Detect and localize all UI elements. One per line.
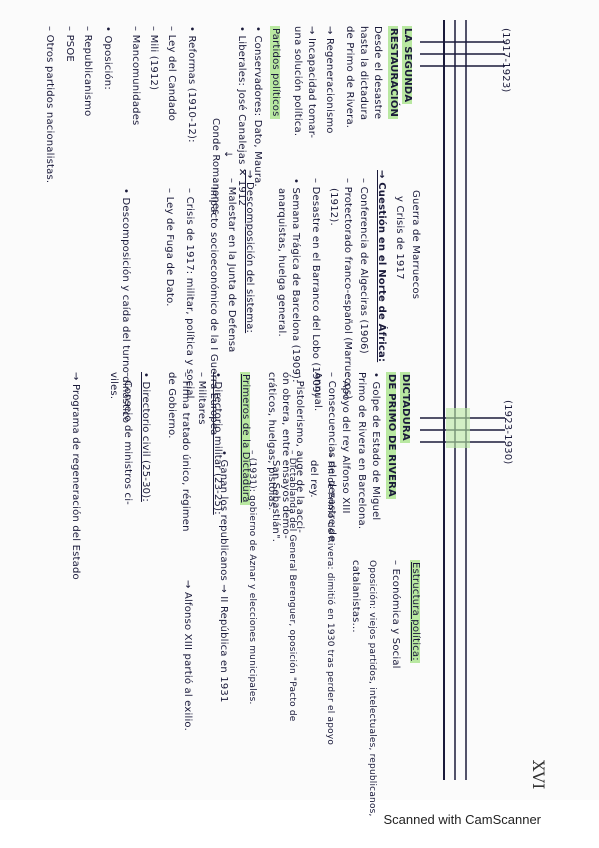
list-item: – Protectorado franco-español (Marruecos… bbox=[342, 178, 353, 400]
list-item: • Conservadores: Dato, Maura. bbox=[252, 26, 263, 187]
list-item: – Conferencia de Algeciras (1906) bbox=[358, 178, 369, 354]
list-item: • Semana Trágica de Barcelona (1909): bbox=[290, 178, 301, 383]
list-item: – Crisis de 1917: militar, política y so… bbox=[184, 188, 195, 399]
timeline-lines bbox=[420, 20, 505, 780]
list-item: • Reformas (1910-12): bbox=[186, 26, 197, 143]
list-item: – Ley de Fuga de Dato. bbox=[164, 188, 175, 307]
list-item: Annual. bbox=[312, 372, 323, 412]
note-line: de Primo de Rivera. bbox=[344, 26, 355, 129]
list-item: – PSOE bbox=[64, 26, 75, 62]
list-item: – Malestar en la Junta de Defensa bbox=[226, 178, 237, 353]
list-item: San Sebastián". bbox=[270, 460, 281, 543]
note-line: → Regeneracionismo bbox=[324, 26, 335, 134]
scanner-watermark: Scanned with CamScanner bbox=[0, 812, 599, 827]
section-title: DICTADURA bbox=[400, 372, 411, 443]
list-item: → Programa de regeneración del Estado bbox=[70, 372, 81, 580]
list-item: – Consejo de ministros ci- bbox=[122, 372, 133, 505]
section-header: y Crisis de 1917 bbox=[394, 196, 405, 280]
list-item: anarquistas, huelga general. bbox=[276, 188, 287, 337]
list-item: → Fin de Primo de Rivera: dimitió en 193… bbox=[325, 450, 335, 746]
section-heading: Partidos políticos bbox=[270, 26, 281, 119]
scanned-notes-page: (1917-1923) LA SEGUNDA RESTAURACIÓN Desd… bbox=[44, 20, 513, 817]
list-item: – Firma tratado único, régimen bbox=[180, 372, 191, 532]
list-item: • Oposición: bbox=[102, 26, 113, 90]
section-heading: Estructura política: bbox=[410, 560, 421, 663]
list-item: de Gobierno. bbox=[166, 372, 177, 439]
list-item: – Dictablanda del General Berenguer, opo… bbox=[287, 450, 297, 722]
section-heading: → Descomposición del sistema: bbox=[244, 170, 255, 334]
list-item: – Mancomunidades bbox=[130, 26, 141, 126]
years-label: (1923-1930) bbox=[502, 400, 513, 465]
list-item: – Desastre en el Barranco del Lobo (1909… bbox=[310, 178, 321, 397]
list-item: – Militares bbox=[196, 372, 207, 425]
section-title: RESTAURACIÓN bbox=[388, 26, 399, 120]
list-item: – Mili (1912) bbox=[148, 26, 159, 91]
note-line: Desde el desastre bbox=[372, 26, 383, 120]
section-title: LA SEGUNDA bbox=[402, 26, 413, 105]
footer-text: Scanned with CamScanner bbox=[383, 812, 541, 827]
section-title: DE PRIMO DE RIVERA bbox=[386, 372, 397, 499]
note-line: → Incapacidad tomar- bbox=[306, 26, 317, 139]
list-item: • Ganan los republicanos → II República … bbox=[218, 450, 229, 703]
list-item: Oposición: viejos partidos, intelectuale… bbox=[367, 560, 377, 817]
list-item: – Ley del Candado bbox=[166, 26, 177, 122]
note-line: una solución política. bbox=[292, 26, 303, 137]
years-label: (1917-1923) bbox=[500, 28, 511, 93]
list-item: – Republicanismo bbox=[82, 26, 93, 117]
list-item: • Directorio civil (25-30): bbox=[140, 372, 151, 502]
list-item: del rey. bbox=[308, 460, 319, 498]
list-item: (1912). bbox=[328, 188, 339, 226]
list-item: – Otros partidos nacionalistas. bbox=[44, 26, 55, 184]
list-item: Primo de Rivera en Barcelona. bbox=[356, 372, 367, 530]
list-item: ↓ bbox=[222, 150, 233, 159]
list-item: – Económica y Social bbox=[390, 560, 401, 669]
list-item: – Apoyo del rey Alfonso XIII bbox=[340, 372, 351, 514]
list-item: – (1931): gobierno de Aznar y elecciones… bbox=[247, 450, 257, 705]
list-item: catalanistas... bbox=[350, 560, 361, 633]
page-number: XVI bbox=[529, 760, 548, 790]
list-item: → Alfonso XIII partió al exilio. bbox=[182, 580, 193, 731]
note-line: hasta la dictadura bbox=[358, 26, 369, 121]
list-item: viles. bbox=[108, 372, 119, 400]
list-item: • Golpe de Estado de Miguel bbox=[370, 372, 381, 521]
section-heading: → Cuestión en el Norte de África: bbox=[376, 170, 387, 363]
section-header: Guerra de Marruecos bbox=[410, 190, 421, 300]
